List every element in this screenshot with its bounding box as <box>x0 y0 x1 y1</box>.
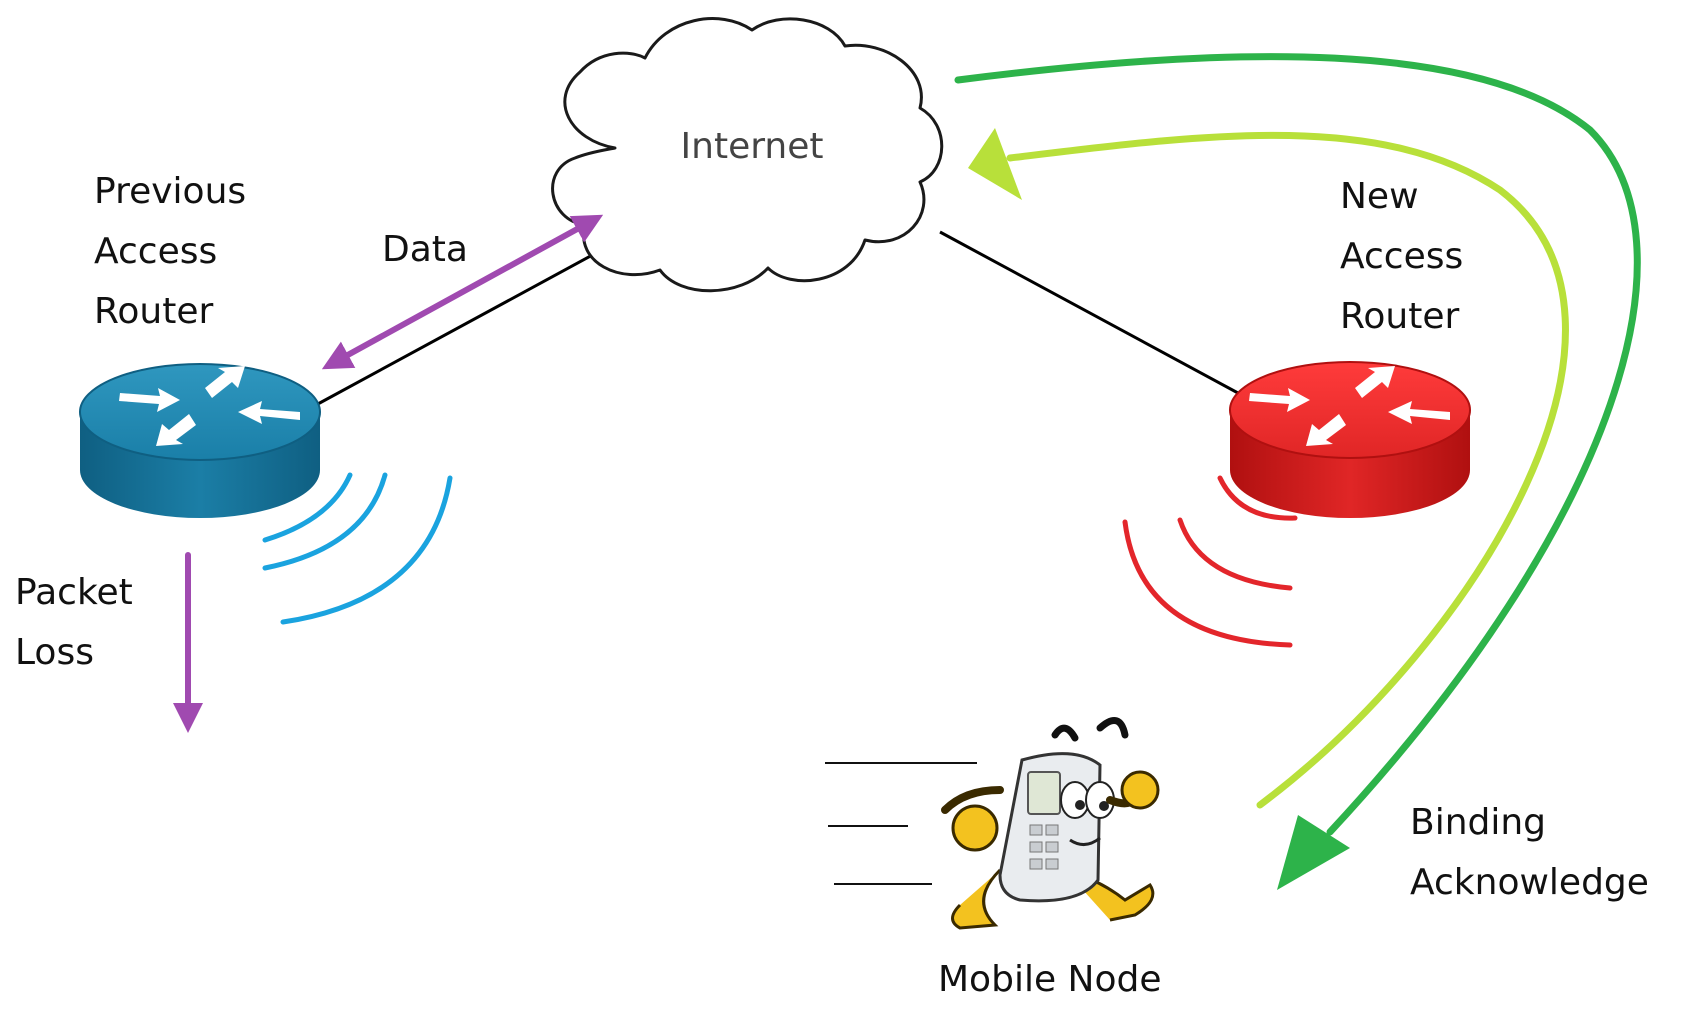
motion-lines <box>825 762 977 885</box>
binding-acknowledge-label-line-1: Binding <box>1410 802 1547 843</box>
previous-router-label-line-2: Access <box>94 231 218 272</box>
link-internet-new-router <box>939 230 1239 395</box>
new-router-signal-icon <box>1122 475 1298 648</box>
previous-router-label-line-3: Router <box>94 291 214 332</box>
new-router-label-line-3: Router <box>1340 296 1460 337</box>
binding-update-arrow <box>968 128 1569 809</box>
previous-router-icon <box>79 363 321 518</box>
packet-loss-label-line-2: Loss <box>15 632 94 673</box>
previous-router-signal-icon <box>262 472 453 625</box>
mobile-node-label-text: Mobile Node <box>938 959 1162 1000</box>
new-router-label-line-2: Access <box>1340 236 1464 277</box>
binding-acknowledge-label: Binding Acknowledge <box>1410 793 1649 913</box>
data-label: Data <box>382 220 468 280</box>
packet-loss-label-line-1: Packet <box>15 572 133 613</box>
new-router-label: New Access Router <box>1340 167 1463 347</box>
internet-label: Internet <box>681 126 824 167</box>
data-label-text: Data <box>382 229 468 270</box>
binding-acknowledge-label-line-2: Acknowledge <box>1410 862 1649 903</box>
data-arrow <box>321 214 604 370</box>
link-previous-router-internet <box>315 238 621 407</box>
new-router-label-line-1: New <box>1340 176 1419 217</box>
mobile-node-label: Mobile Node <box>938 950 1162 1010</box>
previous-router-label: Previous Access Router <box>94 162 246 342</box>
previous-router-label-line-1: Previous <box>94 171 247 212</box>
new-router-icon <box>1229 361 1471 518</box>
packet-loss-label: Packet Loss <box>15 563 133 683</box>
binding-acknowledge-arrow <box>954 53 1641 890</box>
mobile-node-icon <box>941 717 1160 930</box>
